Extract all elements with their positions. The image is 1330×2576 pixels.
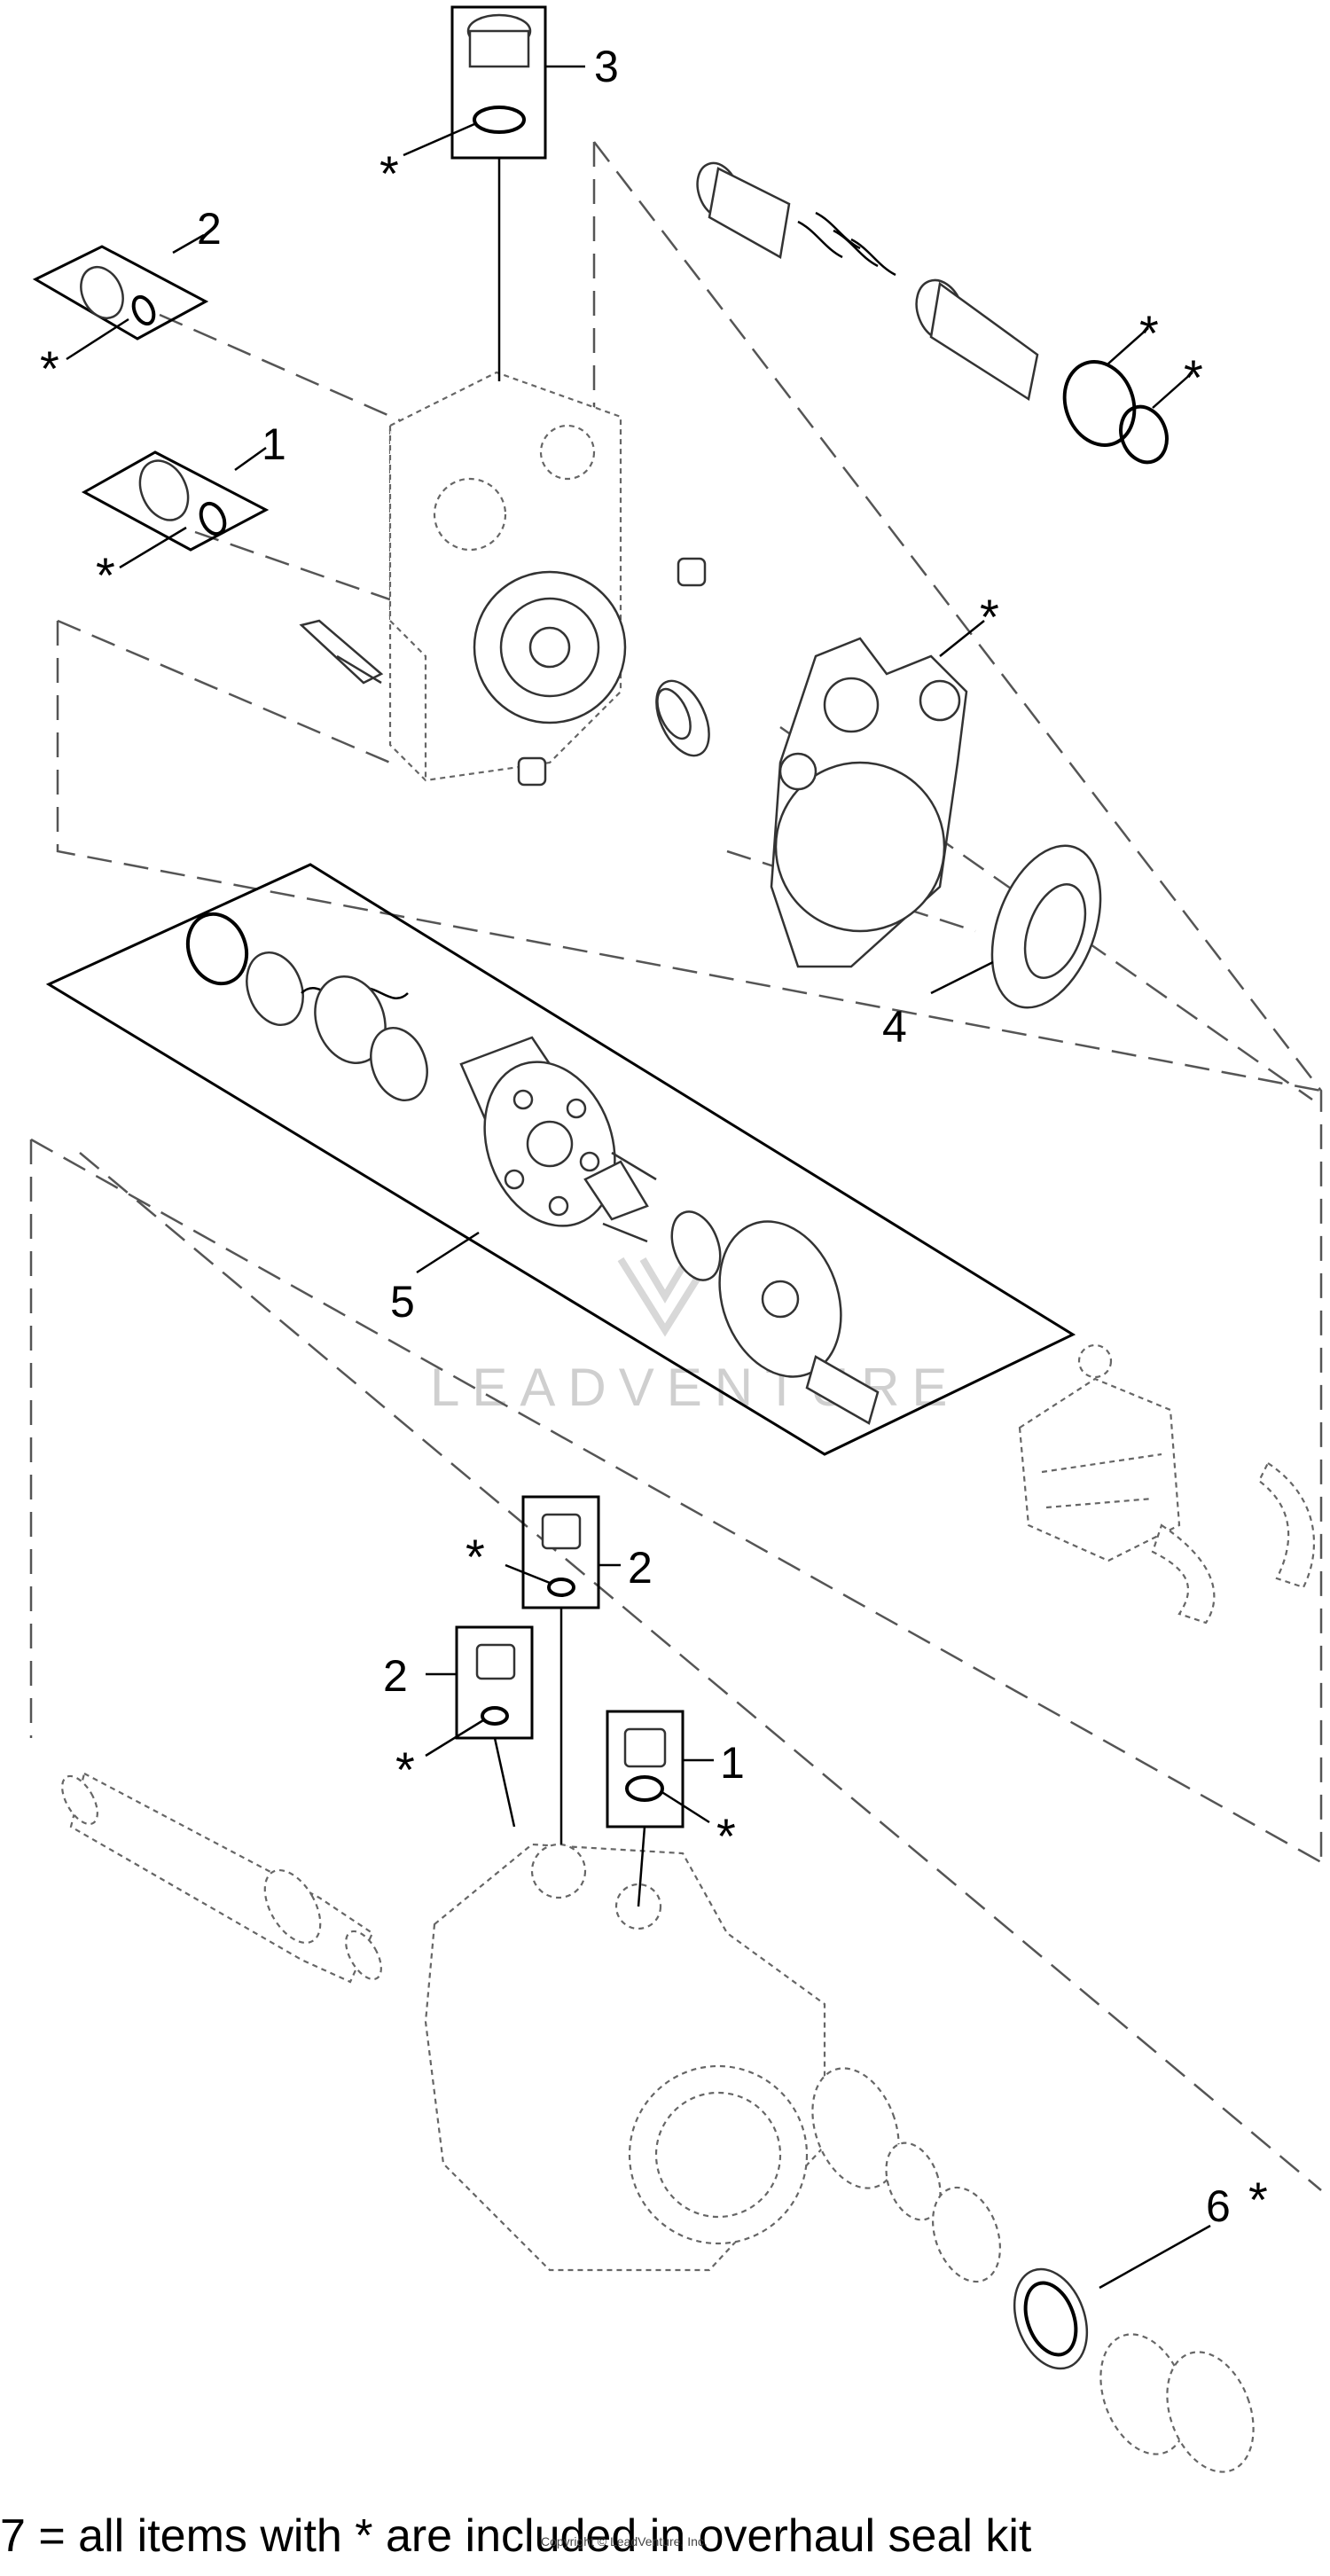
callout-2-left-box — [425, 1625, 534, 1828]
callout-6-leader — [1099, 2224, 1211, 2290]
seal-kit-marker-1-bottom: * — [716, 1808, 736, 1864]
seal-kit-marker-6: * — [1248, 2172, 1268, 2228]
callout-2-mid-box — [505, 1495, 621, 1844]
seal-kit-note: 7 = all items with * are included in ove… — [0, 2510, 1032, 2562]
callout-label-2-left: 2 — [383, 1651, 408, 1701]
callout-3-plug-box — [403, 5, 585, 381]
callout-label-6: 6 — [1206, 2181, 1231, 2231]
seal-kit-marker-spool-a: * — [1139, 305, 1159, 361]
callout-label-2-mid: 2 — [628, 1543, 653, 1593]
watermark-text: LEADVENTURE — [430, 1358, 959, 1417]
drive-shaft — [61, 1772, 382, 1984]
valve-block-assembly — [299, 371, 710, 787]
swashplate — [1018, 1343, 1316, 1625]
seal-kit-marker-2-mid: * — [466, 1529, 485, 1585]
callout-5-leader — [416, 1231, 480, 1274]
copyright-text: Copyright © LeadVenture, Inc. — [541, 2534, 708, 2549]
callout-label-1-top: 1 — [262, 419, 286, 469]
gasket — [770, 637, 968, 968]
spool-orings — [939, 327, 1193, 657]
seal-kit-marker-1-top: * — [96, 547, 115, 603]
bearing-and-seal — [811, 2067, 1255, 2473]
spool-spring-cartridge — [696, 161, 1039, 402]
seal-kit-marker-3: * — [379, 145, 399, 201]
callout-label-2-top: 2 — [197, 204, 222, 254]
watermark: LEADVENTURE — [430, 1257, 959, 1417]
callout-label-3: 3 — [594, 42, 619, 91]
callout-1-bottom-box — [606, 1710, 714, 1907]
rotating-group — [45, 863, 1076, 1456]
pump-housing — [424, 1843, 826, 2272]
seal-kit-marker-2-left: * — [395, 1742, 415, 1797]
seal-kit-marker-2-top: * — [40, 341, 59, 396]
callout-label-4: 4 — [882, 1002, 907, 1052]
callout-2-top-box — [32, 233, 209, 361]
callout-4-leader — [930, 960, 994, 995]
callout-label-1-bottom: 1 — [720, 1738, 745, 1788]
seal-kit-marker-gasket: * — [980, 589, 999, 645]
callout-1-top-box — [81, 446, 270, 569]
seal-kit-marker-spool-b: * — [1184, 349, 1203, 405]
callout-label-5: 5 — [390, 1277, 415, 1327]
port-plate — [990, 844, 1102, 1009]
